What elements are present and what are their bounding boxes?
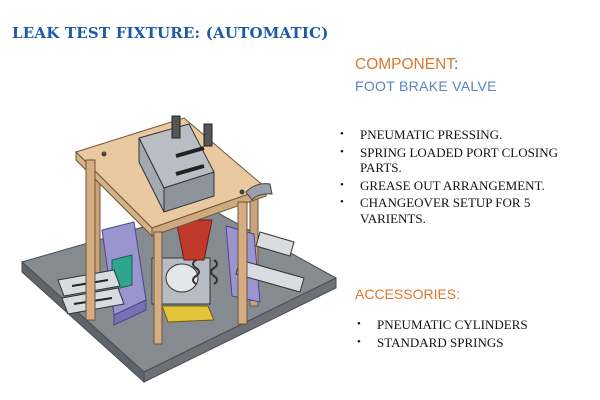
page-title: LEAK TEST FIXTURE: (AUTOMATIC) <box>12 24 329 42</box>
accessory-item: PNEUMATIC CYLINDERS <box>357 317 587 333</box>
air-hose-elbow <box>245 183 273 201</box>
component-name: FOOT BRAKE VALVE <box>355 78 497 94</box>
feature-item: SPRING LOADED PORT CLOSING PARTS. <box>340 145 596 176</box>
leak-test-fixture-illustration <box>20 115 338 384</box>
accessories-list: PNEUMATIC CYLINDERS STANDARD SPRINGS <box>357 317 587 352</box>
feature-item: PNEUMATIC PRESSING. <box>340 127 596 143</box>
component-heading: COMPONENT: <box>355 56 458 74</box>
feature-item: GREASE OUT ARRANGEMENT. <box>340 178 596 194</box>
pressing-ram <box>175 219 213 261</box>
accessories-heading: ACCESSORIES: <box>355 286 461 302</box>
accessory-item: STANDARD SPRINGS <box>357 335 587 351</box>
component-heading-colon: : <box>454 56 459 73</box>
component-heading-label: COMPONENT <box>355 56 455 73</box>
feature-item: CHANGEOVER SETUP FOR 5 VARIENTS. <box>340 195 596 226</box>
feature-list: PNEUMATIC PRESSING. SPRING LOADED PORT C… <box>340 127 596 228</box>
pneumatic-cylinder <box>138 115 215 213</box>
front-columns <box>85 159 248 345</box>
